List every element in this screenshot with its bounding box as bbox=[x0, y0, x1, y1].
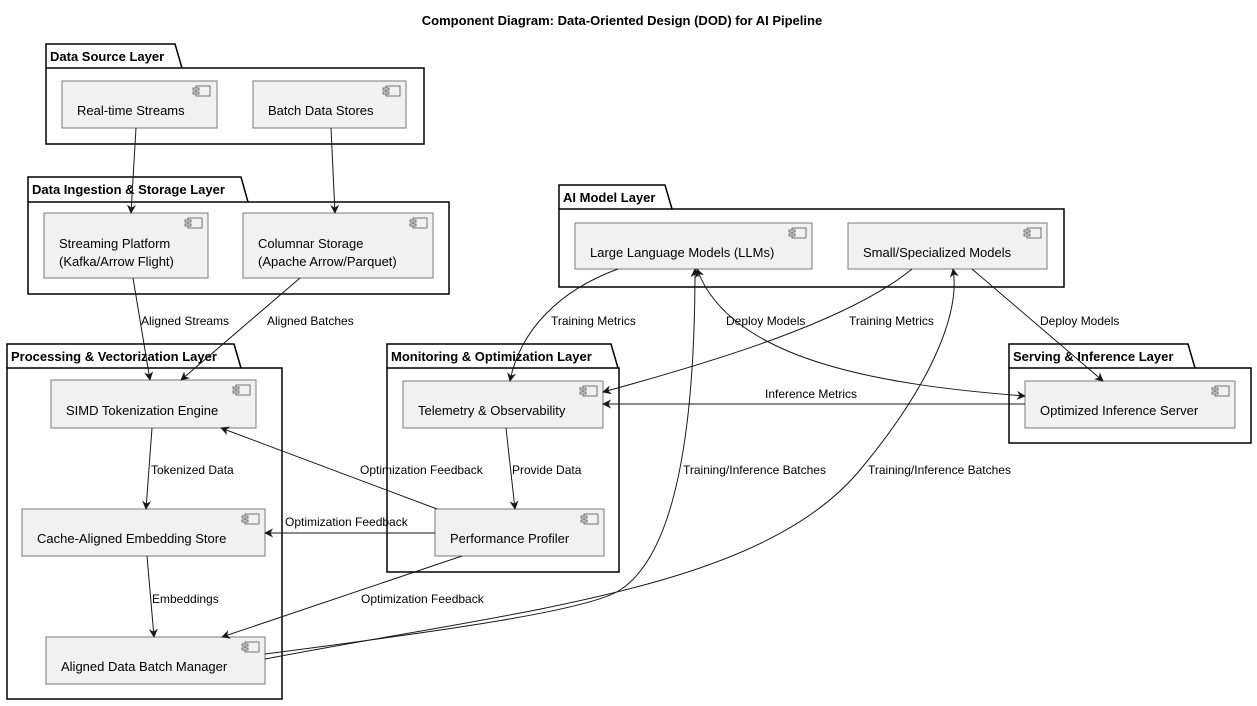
component-label: Large Language Models (LLMs) bbox=[590, 245, 774, 260]
package-data-source: Data Source Layer bbox=[45, 43, 425, 145]
edge-label: Optimization Feedback bbox=[360, 463, 484, 477]
package-label: Processing & Vectorization Layer bbox=[11, 349, 217, 364]
edge-training-metrics-llm: Training Metrics bbox=[507, 268, 636, 382]
edge-batch-to-columnar bbox=[330, 127, 340, 214]
component-optimized-inference-server[interactable]: Optimized Inference Server bbox=[1024, 380, 1236, 429]
package-processing: Processing & Vectorization Layer bbox=[6, 343, 283, 700]
edge-label: Deploy Models bbox=[726, 314, 805, 328]
package-label: Data Ingestion & Storage Layer bbox=[32, 182, 225, 197]
component-columnar-storage[interactable]: Columnar Storage (Apache Arrow/Parquet) bbox=[242, 212, 434, 279]
edge-inference-metrics: Inference Metrics bbox=[602, 387, 1025, 409]
edge-opt-feedback-embed: Optimization Feedback bbox=[264, 515, 435, 538]
edge-label: Embeddings bbox=[152, 592, 219, 606]
component-aligned-data-batch-manager[interactable]: Aligned Data Batch Manager bbox=[45, 636, 266, 685]
component-small-specialized-models[interactable]: Small/Specialized Models bbox=[847, 222, 1048, 270]
component-simd-tokenization-engine[interactable]: SIMD Tokenization Engine bbox=[50, 379, 257, 429]
edge-train-inf-batches-llm: Training/Inference Batches bbox=[264, 268, 826, 655]
package-label: Data Source Layer bbox=[50, 49, 164, 64]
component-label: Optimized Inference Server bbox=[1040, 403, 1199, 418]
component-performance-profiler[interactable]: Performance Profiler bbox=[434, 508, 605, 557]
diagram-title: Component Diagram: Data-Oriented Design … bbox=[422, 13, 822, 28]
edge-label: Training/Inference Batches bbox=[683, 463, 826, 477]
edge-label: Deploy Models bbox=[1040, 314, 1119, 328]
edge-label: Aligned Streams bbox=[141, 314, 229, 328]
edge-deploy-models-small: Deploy Models bbox=[971, 268, 1119, 382]
package-label: Serving & Inference Layer bbox=[1013, 349, 1173, 364]
edge-tokenized-data: Tokenized Data bbox=[142, 427, 234, 510]
package-monitoring: Monitoring & Optimization Layer bbox=[386, 343, 620, 573]
edge-label: Optimization Feedback bbox=[285, 515, 409, 529]
edge-label: Inference Metrics bbox=[765, 387, 857, 401]
component-large-language-models[interactable]: Large Language Models (LLMs) bbox=[574, 222, 813, 270]
component-label: Real-time Streams bbox=[77, 103, 185, 118]
component-cache-aligned-embedding-store[interactable]: Cache-Aligned Embedding Store bbox=[21, 508, 266, 557]
edge-label: Training Metrics bbox=[849, 314, 934, 328]
component-telemetry-observability[interactable]: Telemetry & Observability bbox=[402, 380, 604, 429]
edge-label: Training/Inference Batches bbox=[868, 463, 1011, 477]
package-label: Monitoring & Optimization Layer bbox=[391, 349, 592, 364]
package-label: AI Model Layer bbox=[563, 190, 655, 205]
component-label: Batch Data Stores bbox=[268, 103, 374, 118]
edge-label: Optimization Feedback bbox=[361, 592, 485, 606]
package-ingestion: Data Ingestion & Storage Layer bbox=[27, 176, 450, 295]
edge-label: Training Metrics bbox=[551, 314, 636, 328]
component-label: Columnar Storage bbox=[258, 236, 364, 251]
component-label: Cache-Aligned Embedding Store bbox=[37, 531, 226, 546]
edge-aligned-streams: Aligned Streams bbox=[132, 277, 229, 381]
component-label: Aligned Data Batch Manager bbox=[61, 659, 228, 674]
edge-realtime-to-streaming bbox=[126, 127, 137, 214]
edge-provide-data: Provide Data bbox=[505, 427, 582, 510]
component-batch-data-stores[interactable]: Batch Data Stores bbox=[252, 80, 407, 129]
component-streaming-platform[interactable]: Streaming Platform (Kafka/Arrow Flight) bbox=[43, 212, 209, 279]
component-label: Performance Profiler bbox=[450, 531, 570, 546]
component-realtime-streams[interactable]: Real-time Streams bbox=[61, 80, 218, 129]
edge-aligned-batches: Aligned Batches bbox=[180, 277, 354, 381]
component-label: Telemetry & Observability bbox=[418, 403, 566, 418]
component-label: (Apache Arrow/Parquet) bbox=[258, 254, 397, 269]
component-label: Streaming Platform bbox=[59, 236, 170, 251]
edge-opt-feedback-batch: Optimization Feedback bbox=[221, 555, 485, 639]
edge-train-inf-batches-small: Training/Inference Batches bbox=[264, 268, 1011, 660]
edge-opt-feedback-simd: Optimization Feedback bbox=[220, 426, 484, 510]
edge-label: Tokenized Data bbox=[151, 463, 234, 477]
edge-embeddings: Embeddings bbox=[146, 555, 219, 638]
component-label: Small/Specialized Models bbox=[863, 245, 1012, 260]
component-label: SIMD Tokenization Engine bbox=[66, 403, 218, 418]
edge-deploy-models-llm: Deploy Models bbox=[695, 268, 1026, 400]
edge-label: Provide Data bbox=[512, 463, 582, 477]
component-label: (Kafka/Arrow Flight) bbox=[59, 254, 174, 269]
edge-label: Aligned Batches bbox=[267, 314, 354, 328]
